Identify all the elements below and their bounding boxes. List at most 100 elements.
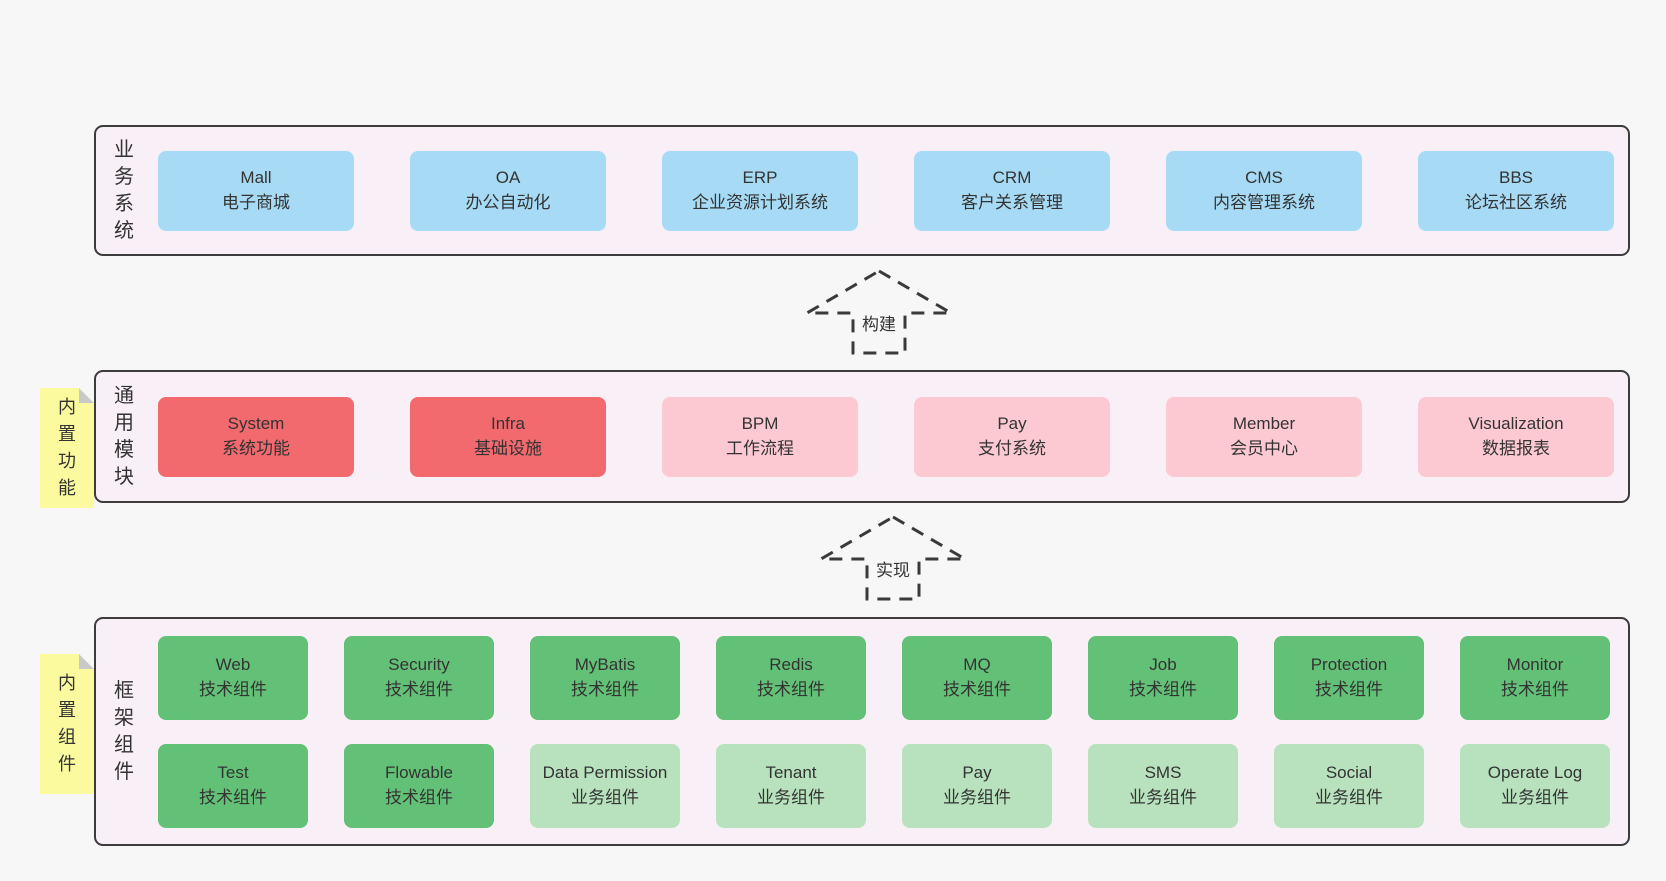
sticky-note-label: 内置组件 bbox=[58, 670, 76, 778]
box-subtitle: 企业资源计划系统 bbox=[692, 192, 828, 212]
box-subtitle: 内容管理系统 bbox=[1213, 192, 1315, 212]
box-title: Security bbox=[388, 655, 450, 675]
box-title: System bbox=[227, 414, 285, 434]
vertical-label-char: 业 bbox=[114, 138, 134, 161]
box-subtitle: 业务组件 bbox=[571, 787, 639, 807]
box-title: Pay bbox=[997, 414, 1027, 434]
vertical-label-char: 框 bbox=[114, 679, 134, 702]
panel-side-label: 框架组件 bbox=[112, 678, 136, 786]
box-title: Monitor bbox=[1506, 655, 1564, 675]
vertical-label-char: 内 bbox=[58, 397, 76, 417]
arrow-label: 构建 bbox=[859, 310, 899, 335]
box-protection: Protection 技术组件 bbox=[1274, 635, 1424, 720]
box-member: Member 会员中心 bbox=[1166, 396, 1362, 477]
box-bpm: BPM 工作流程 bbox=[662, 396, 858, 477]
box-data-permission: Data Permission 业务组件 bbox=[530, 743, 680, 828]
box-title: BBS bbox=[1498, 168, 1534, 188]
box-mybatis: MyBatis 技术组件 bbox=[530, 635, 680, 720]
box-title: SMS bbox=[1144, 763, 1182, 783]
box-subtitle: 技术组件 bbox=[199, 787, 267, 807]
box-title: ERP bbox=[742, 168, 778, 188]
box-subtitle: 客户关系管理 bbox=[961, 192, 1063, 212]
box-title: MyBatis bbox=[574, 655, 636, 675]
box-operate-log: Operate Log 业务组件 bbox=[1460, 743, 1610, 828]
box-title: MQ bbox=[963, 655, 991, 675]
up-arrow-build: 构建 bbox=[804, 268, 954, 356]
box-title: Redis bbox=[769, 655, 813, 675]
box-subtitle: 技术组件 bbox=[199, 679, 267, 699]
box-mq: MQ 技术组件 bbox=[902, 635, 1052, 720]
box-subtitle: 技术组件 bbox=[571, 679, 639, 699]
box-subtitle: 业务组件 bbox=[1315, 787, 1383, 807]
box-title: Protection bbox=[1310, 655, 1388, 675]
box-subtitle: 技术组件 bbox=[943, 679, 1011, 699]
box-flowable: Flowable 技术组件 bbox=[344, 743, 494, 828]
box-subtitle: 工作流程 bbox=[726, 438, 794, 458]
box-subtitle: 论坛社区系统 bbox=[1465, 192, 1567, 212]
sticky-note-built-in-components: 内置组件 bbox=[40, 654, 94, 794]
box-title: Data Permission bbox=[542, 763, 668, 783]
box-subtitle: 业务组件 bbox=[1501, 787, 1569, 807]
box-title: BPM bbox=[741, 414, 779, 434]
box-subtitle: 技术组件 bbox=[1315, 679, 1383, 699]
box-job: Job 技术组件 bbox=[1088, 635, 1238, 720]
box-pay-component: Pay 业务组件 bbox=[902, 743, 1052, 828]
box-subtitle: 支付系统 bbox=[978, 438, 1046, 458]
vertical-label-char: 件 bbox=[58, 754, 76, 774]
box-sms: SMS 业务组件 bbox=[1088, 743, 1238, 828]
box-system: System 系统功能 bbox=[158, 396, 354, 477]
vertical-label-char: 统 bbox=[114, 219, 134, 242]
up-arrow-implement: 实现 bbox=[818, 514, 968, 602]
box-subtitle: 技术组件 bbox=[1129, 679, 1197, 699]
box-subtitle: 办公自动化 bbox=[465, 192, 551, 212]
box-title: CRM bbox=[992, 168, 1032, 188]
box-title: Operate Log bbox=[1487, 763, 1583, 783]
box-security: Security 技术组件 bbox=[344, 635, 494, 720]
box-test: Test 技术组件 bbox=[158, 743, 308, 828]
vertical-label-char: 组 bbox=[114, 733, 134, 756]
vertical-label-char: 置 bbox=[58, 700, 76, 720]
panel-side-label: 通用模块 bbox=[112, 383, 136, 491]
box-subtitle: 系统功能 bbox=[222, 438, 290, 458]
box-subtitle: 会员中心 bbox=[1230, 438, 1298, 458]
box-subtitle: 基础设施 bbox=[474, 438, 542, 458]
box-bbs: BBS 论坛社区系统 bbox=[1418, 150, 1614, 231]
box-title: Job bbox=[1149, 655, 1177, 675]
vertical-label-char: 组 bbox=[58, 727, 76, 747]
box-crm: CRM 客户关系管理 bbox=[914, 150, 1110, 231]
arrow-label: 实现 bbox=[873, 556, 913, 581]
box-subtitle: 业务组件 bbox=[943, 787, 1011, 807]
box-subtitle: 业务组件 bbox=[1129, 787, 1197, 807]
box-title: Mall bbox=[240, 168, 272, 188]
vertical-label-char: 务 bbox=[114, 165, 134, 188]
box-title: Pay bbox=[962, 763, 992, 783]
vertical-label-char: 用 bbox=[114, 411, 134, 434]
box-title: Member bbox=[1232, 414, 1296, 434]
box-title: Tenant bbox=[765, 763, 817, 783]
folded-corner bbox=[79, 654, 94, 669]
box-subtitle: 技术组件 bbox=[757, 679, 825, 699]
vertical-label-char: 架 bbox=[114, 706, 134, 729]
box-subtitle: 技术组件 bbox=[385, 679, 453, 699]
vertical-label-char: 通 bbox=[114, 384, 134, 407]
vertical-label-char: 块 bbox=[114, 465, 134, 488]
box-subtitle: 技术组件 bbox=[385, 787, 453, 807]
panel-side-label: 业务系统 bbox=[112, 137, 136, 245]
box-title: Test bbox=[217, 763, 249, 783]
box-title: Visualization bbox=[1468, 414, 1564, 434]
box-title: Flowable bbox=[384, 763, 454, 783]
vertical-label-char: 功 bbox=[58, 451, 76, 471]
